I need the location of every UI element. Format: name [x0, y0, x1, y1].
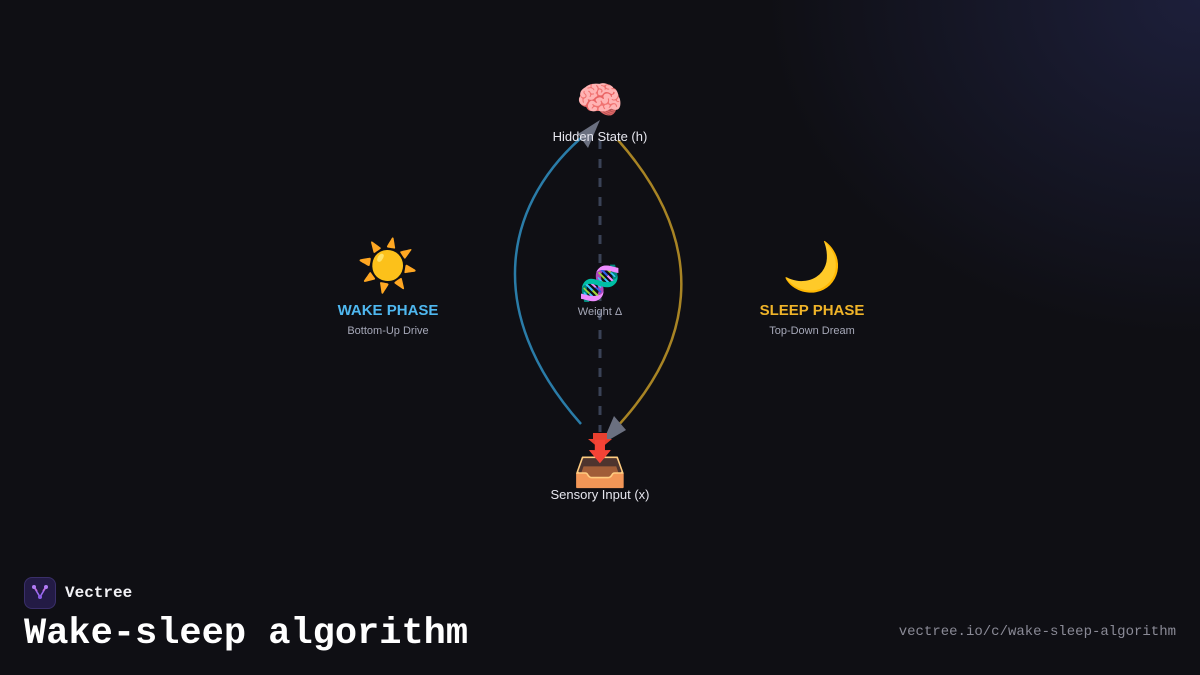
brand-name: Vectree	[65, 584, 133, 602]
wake-phase-subtitle: Bottom-Up Drive	[347, 325, 428, 337]
page-title: Wake-sleep algorithm	[24, 613, 469, 655]
vectree-logo-icon	[24, 577, 56, 609]
wake-arc	[513, 131, 589, 425]
sleep-phase-subtitle: Top-Down Dream	[769, 325, 855, 337]
sun-icon: ☀️	[357, 236, 419, 296]
sleep-arc	[613, 139, 683, 431]
brand[interactable]: Vectree	[24, 577, 132, 609]
sensory-input-label: Sensory Input (x)	[551, 487, 650, 502]
weight-label: Weight Δ	[578, 306, 623, 318]
wake-arrow-head	[578, 120, 600, 148]
inbox-tray-icon: 📥	[573, 439, 628, 490]
sleep-arrow-head	[602, 416, 626, 444]
hidden-state-label: Hidden State (h)	[553, 129, 648, 144]
wake-phase-title: WAKE PHASE	[338, 302, 439, 319]
down-arrow-icon	[588, 433, 612, 449]
sleep-phase-title: SLEEP PHASE	[760, 302, 865, 319]
page-url[interactable]: vectree.io/c/wake-sleep-algorithm	[898, 624, 1176, 640]
dna-icon: 🧬	[579, 263, 621, 304]
crescent-moon-icon: 🌙	[782, 239, 842, 295]
brain-icon: 🧠	[576, 78, 623, 122]
